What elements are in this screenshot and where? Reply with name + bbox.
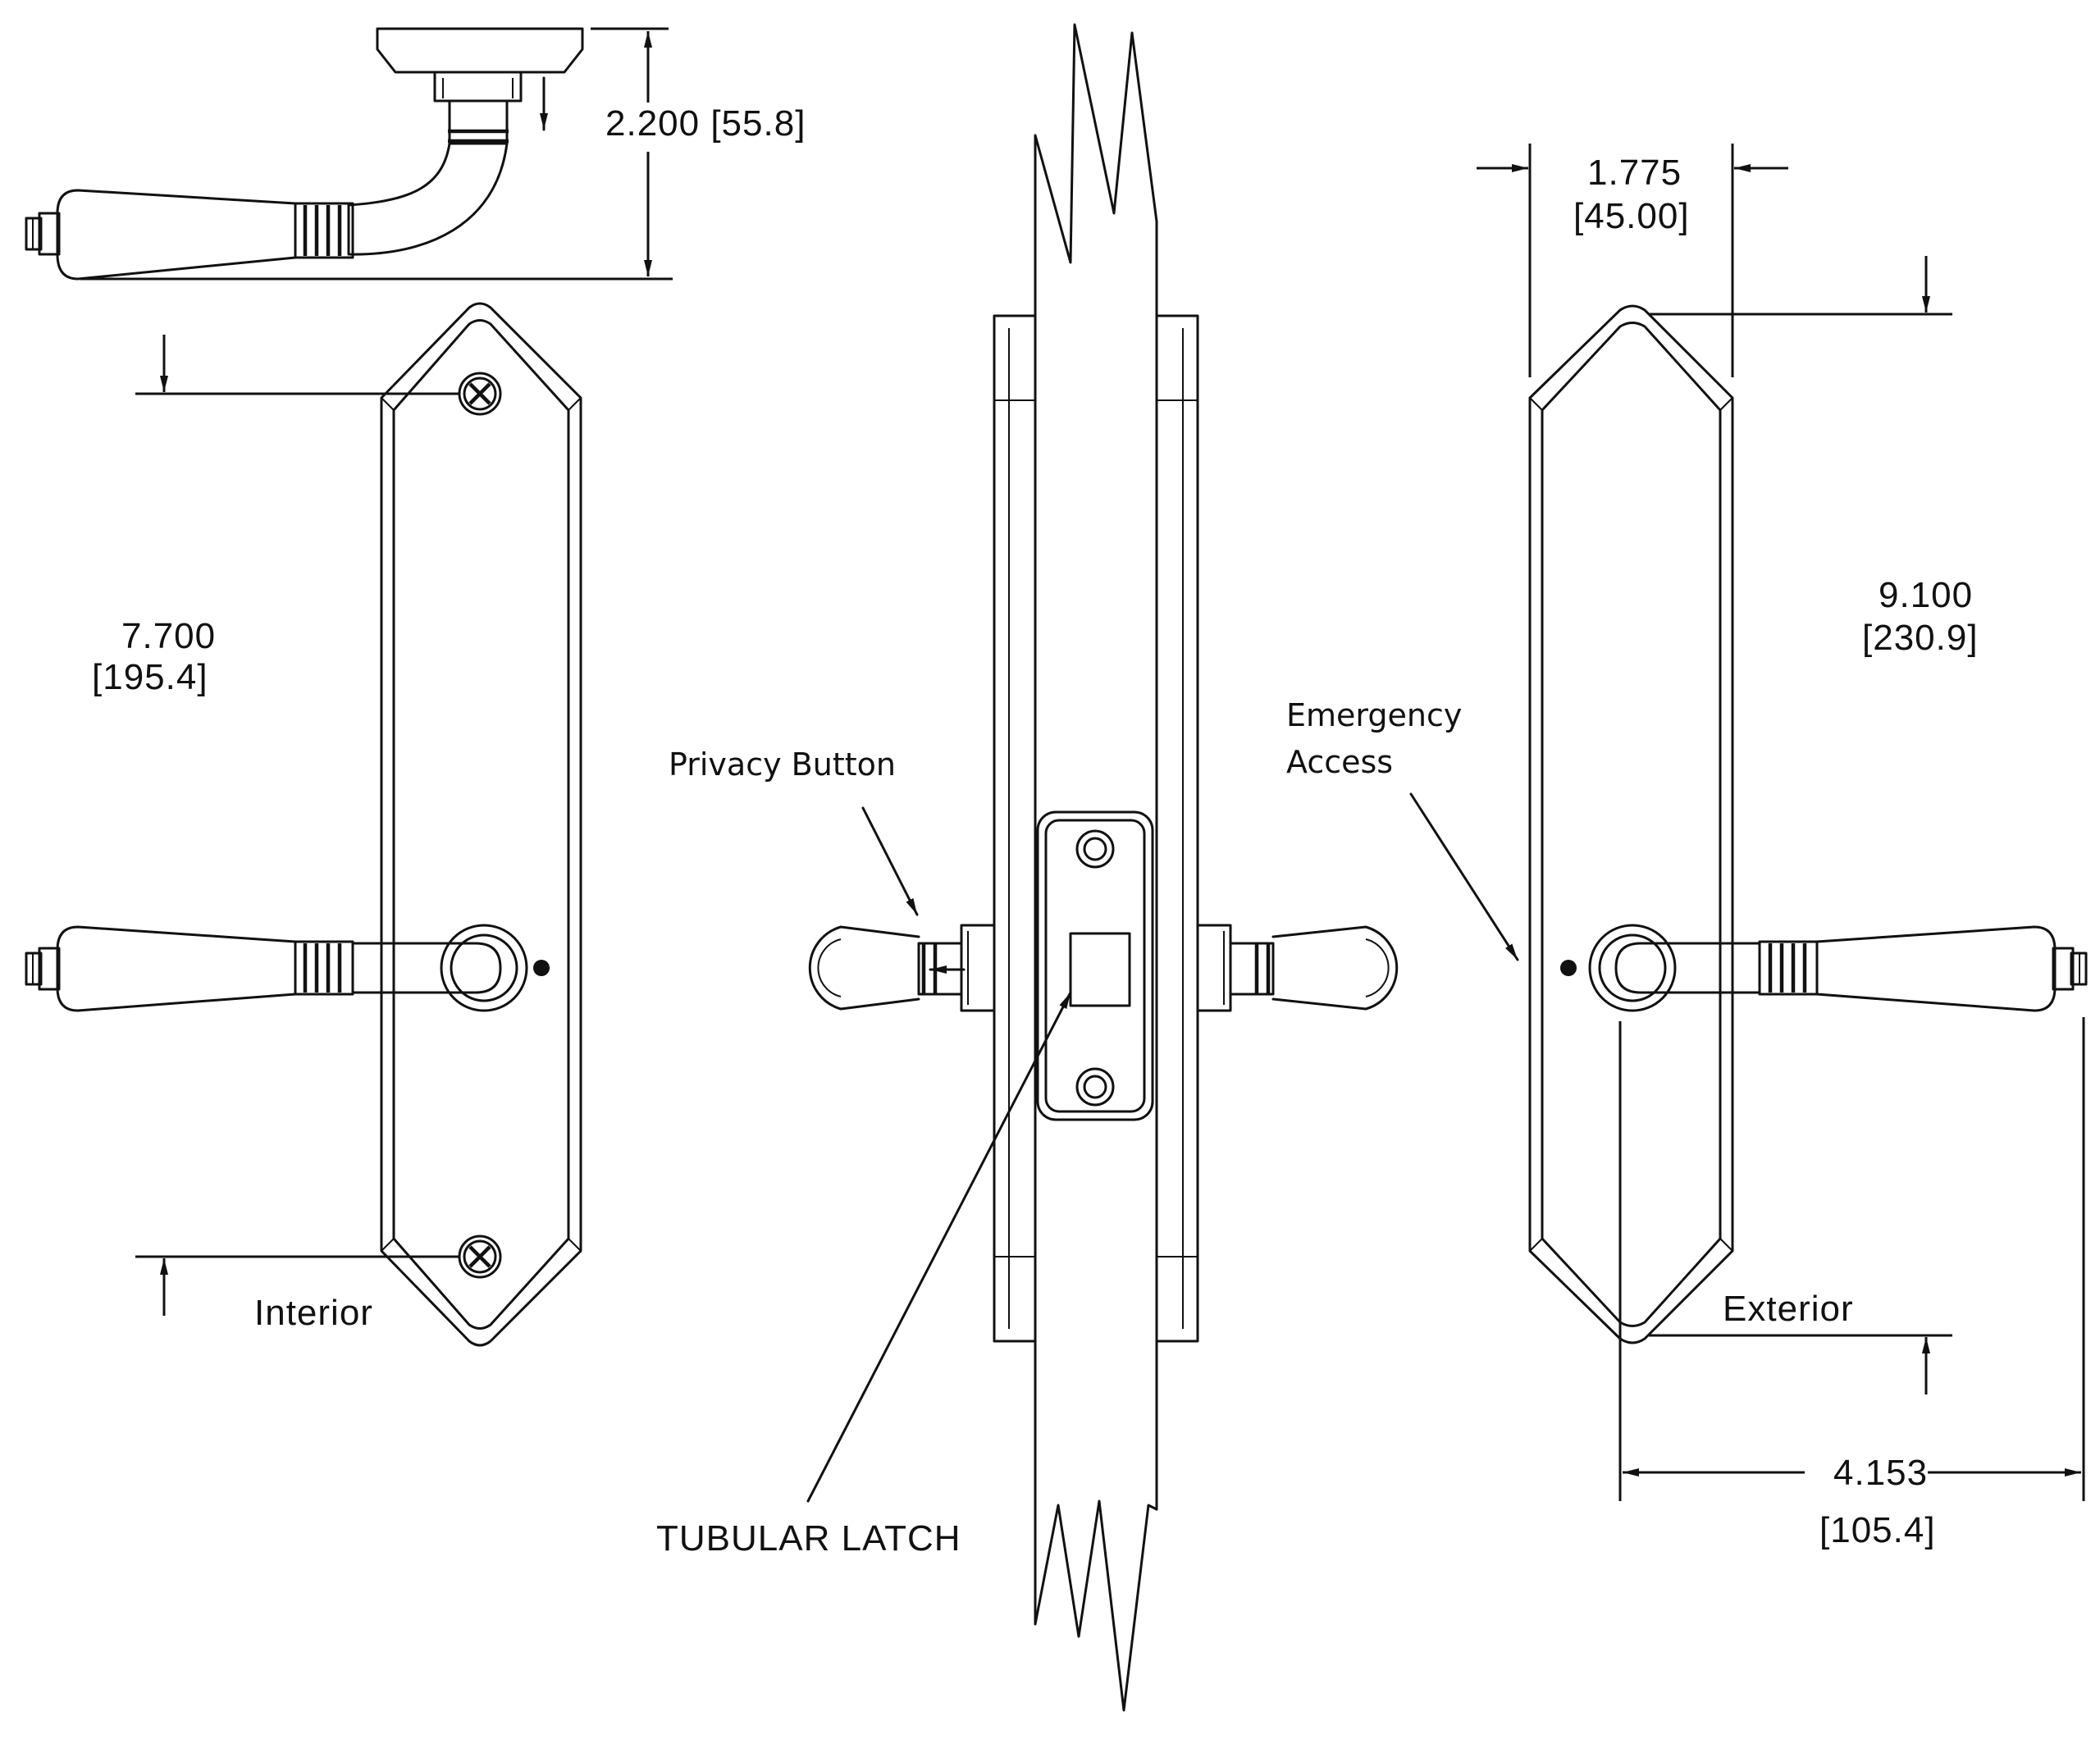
interior-label: Interior [254,1293,373,1333]
bottom-screw-icon [458,1235,502,1279]
plate-width-dimension: 1.775 [45.00] [1477,144,1788,377]
lever-length-dimension: 4.153 [105.4] [1618,1017,2085,1550]
privacy-button-leader [861,806,919,916]
screw-spacing-in-text: 7.700 [121,616,216,656]
tubular-latch-leader [806,991,1072,1503]
lever-length-mm-text: [105.4] [1819,1510,1936,1550]
top-screw-icon [458,372,502,416]
emergency-access-label-line1: Emergency [1286,697,1462,733]
plate-height-mm-text: [230.9] [1862,618,1979,658]
plate-height-in-text: 9.100 [1879,575,1973,615]
exterior-label: Exterior [1723,1289,1854,1329]
plate-width-in-text: 1.775 [1587,153,1682,193]
door-section-view [808,23,1399,1712]
tubular-latch-label: TUBULAR LATCH [656,1518,961,1559]
screw-spacing-dimension: 7.700 [195.4] [92,335,459,1316]
projection-dimension-text: 2.200 [55.8] [605,103,806,144]
plate-width-mm-text: [45.00] [1573,196,1690,236]
plate-height-dimension: 9.100 [230.9] [1649,256,1979,1394]
top-view-lever [25,27,584,281]
projection-dimension: 2.200 [55.8] [80,27,806,281]
screw-spacing-mm-text: [195.4] [92,657,208,697]
emergency-access-leader [1409,792,1519,961]
emergency-access-label-line2: Access [1286,744,1393,780]
privacy-button-label: Privacy Button [669,746,896,783]
exterior-plate-view [1528,304,2088,1344]
lever-length-in-text: 4.153 [1833,1453,1928,1493]
interior-plate-view [25,302,582,1347]
